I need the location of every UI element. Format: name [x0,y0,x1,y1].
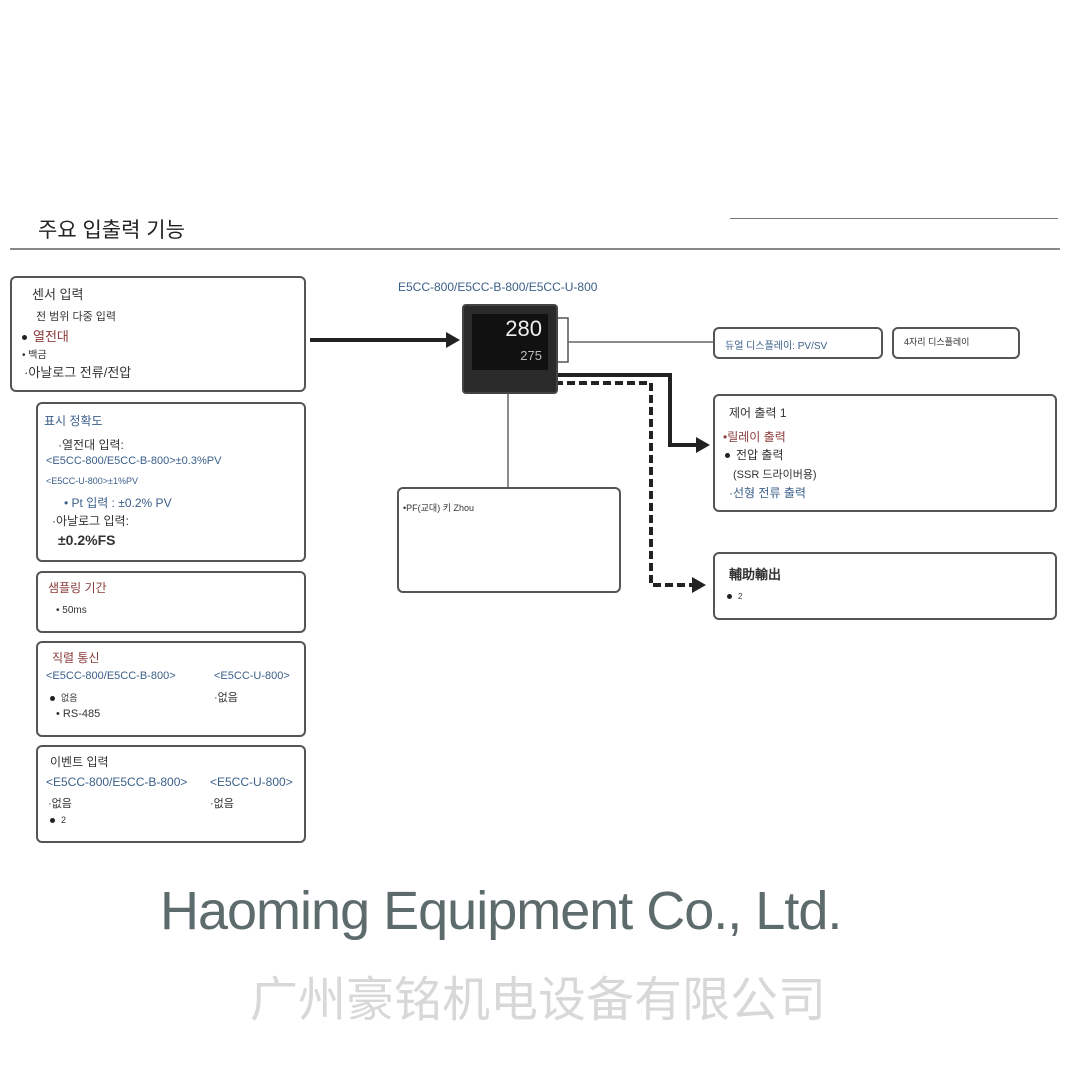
digits-display-box: 4자리 디스플레이 [892,327,1020,359]
digits-display-label: 4자리 디스플레이 [904,337,970,347]
event-header: <E5CC-800/E5CC-B-800> [46,775,188,789]
sensor-sub: 전 범위 다중 입력 [36,311,117,323]
control-item: 전압 출력 [736,448,784,462]
accuracy-title: 표시 정확도 [44,414,103,428]
serial-value: • RS-485 [56,708,101,720]
divider [730,218,1058,219]
sampling-value: • 50ms [56,605,87,616]
control-item: (SSR 드라이버용) [733,469,817,481]
event-input-box: 이벤트 입력 <E5CC-800/E5CC-B-800> <E5CC-U-800… [36,745,306,843]
event-value: ·없음 [48,798,72,810]
accuracy-line: <E5CC-U-800>±1%PV [46,476,138,486]
serial-title: 직렬 통신 [52,651,100,665]
event-header: <E5CC-U-800> [210,775,293,789]
sensor-item: ·아날로그 전류/전압 [24,365,132,380]
page-title: 주요 입출력 기능 [38,219,185,242]
pv-value: 280 [505,316,542,341]
divider [10,248,1060,250]
accuracy-line: ·열전대 입력: [58,438,124,452]
aux-value: 2 [738,592,743,601]
accuracy-line: ±0.2%FS [58,532,116,548]
serial-value: 없음 [61,693,78,703]
watermark: Haoming Equipment Co., Ltd. [160,881,842,941]
accuracy-line: • Pt 입력 : ±0.2% PV [64,496,172,510]
sensor-item: 열전대 [22,326,69,345]
serial-value: ·없음 [214,692,238,704]
arrow-icon [692,577,706,593]
dual-display-box: 듀얼 디스플레이: PV/SV [713,327,883,359]
sampling-title: 샘플링 기간 [48,581,107,595]
sampling-box: 샘플링 기간 • 50ms [36,571,306,633]
control-title: 제어 출력 1 [729,406,787,420]
accuracy-line: ·아날로그 입력: [52,514,129,528]
control-output-box: 제어 출력 1 •릴레이 출력 전압 출력 (SSR 드라이버용) ·선형 전류… [713,394,1057,512]
control-item: •릴레이 출력 [723,430,786,444]
event-value: ·없음 [210,798,234,810]
accuracy-box: 표시 정확도 ·열전대 입력: <E5CC-800/E5CC-B-800>±0.… [36,402,306,562]
watermark-cn: 广州豪铭机电设备有限公司 [250,974,827,1027]
sensor-item: • 백금 [22,350,47,361]
dual-display-label: 듀얼 디스플레이: PV/SV [725,341,828,352]
pf-key-label: •PF(교대) 키 Zhou [403,503,475,513]
event-value: 2 [61,815,67,825]
sv-value: 275 [520,348,542,363]
control-item: ·선형 전류 출력 [729,486,806,500]
sensor-input-box: 센서 입력 전 범위 다중 입력 열전대 • 백금 ·아날로그 전류/전압 [10,276,306,392]
arrow-icon [446,332,460,348]
serial-header: <E5CC-800/E5CC-B-800> [46,670,176,682]
accuracy-line: <E5CC-800/E5CC-B-800>±0.3%PV [46,455,222,467]
serial-box: 직렬 통신 <E5CC-800/E5CC-B-800> <E5CC-U-800>… [36,641,306,737]
pf-key-box: •PF(교대) 키 Zhou [397,487,621,593]
serial-header: <E5CC-U-800> [214,670,290,682]
aux-title: 輔助輸出 [729,567,782,582]
event-title: 이벤트 입력 [50,755,109,769]
model-label: E5CC-800/E5CC-B-800/E5CC-U-800 [398,280,598,294]
arrow-icon [696,437,710,453]
sensor-title: 센서 입력 [32,287,84,302]
aux-output-box: 輔助輸出 2 [713,552,1057,620]
